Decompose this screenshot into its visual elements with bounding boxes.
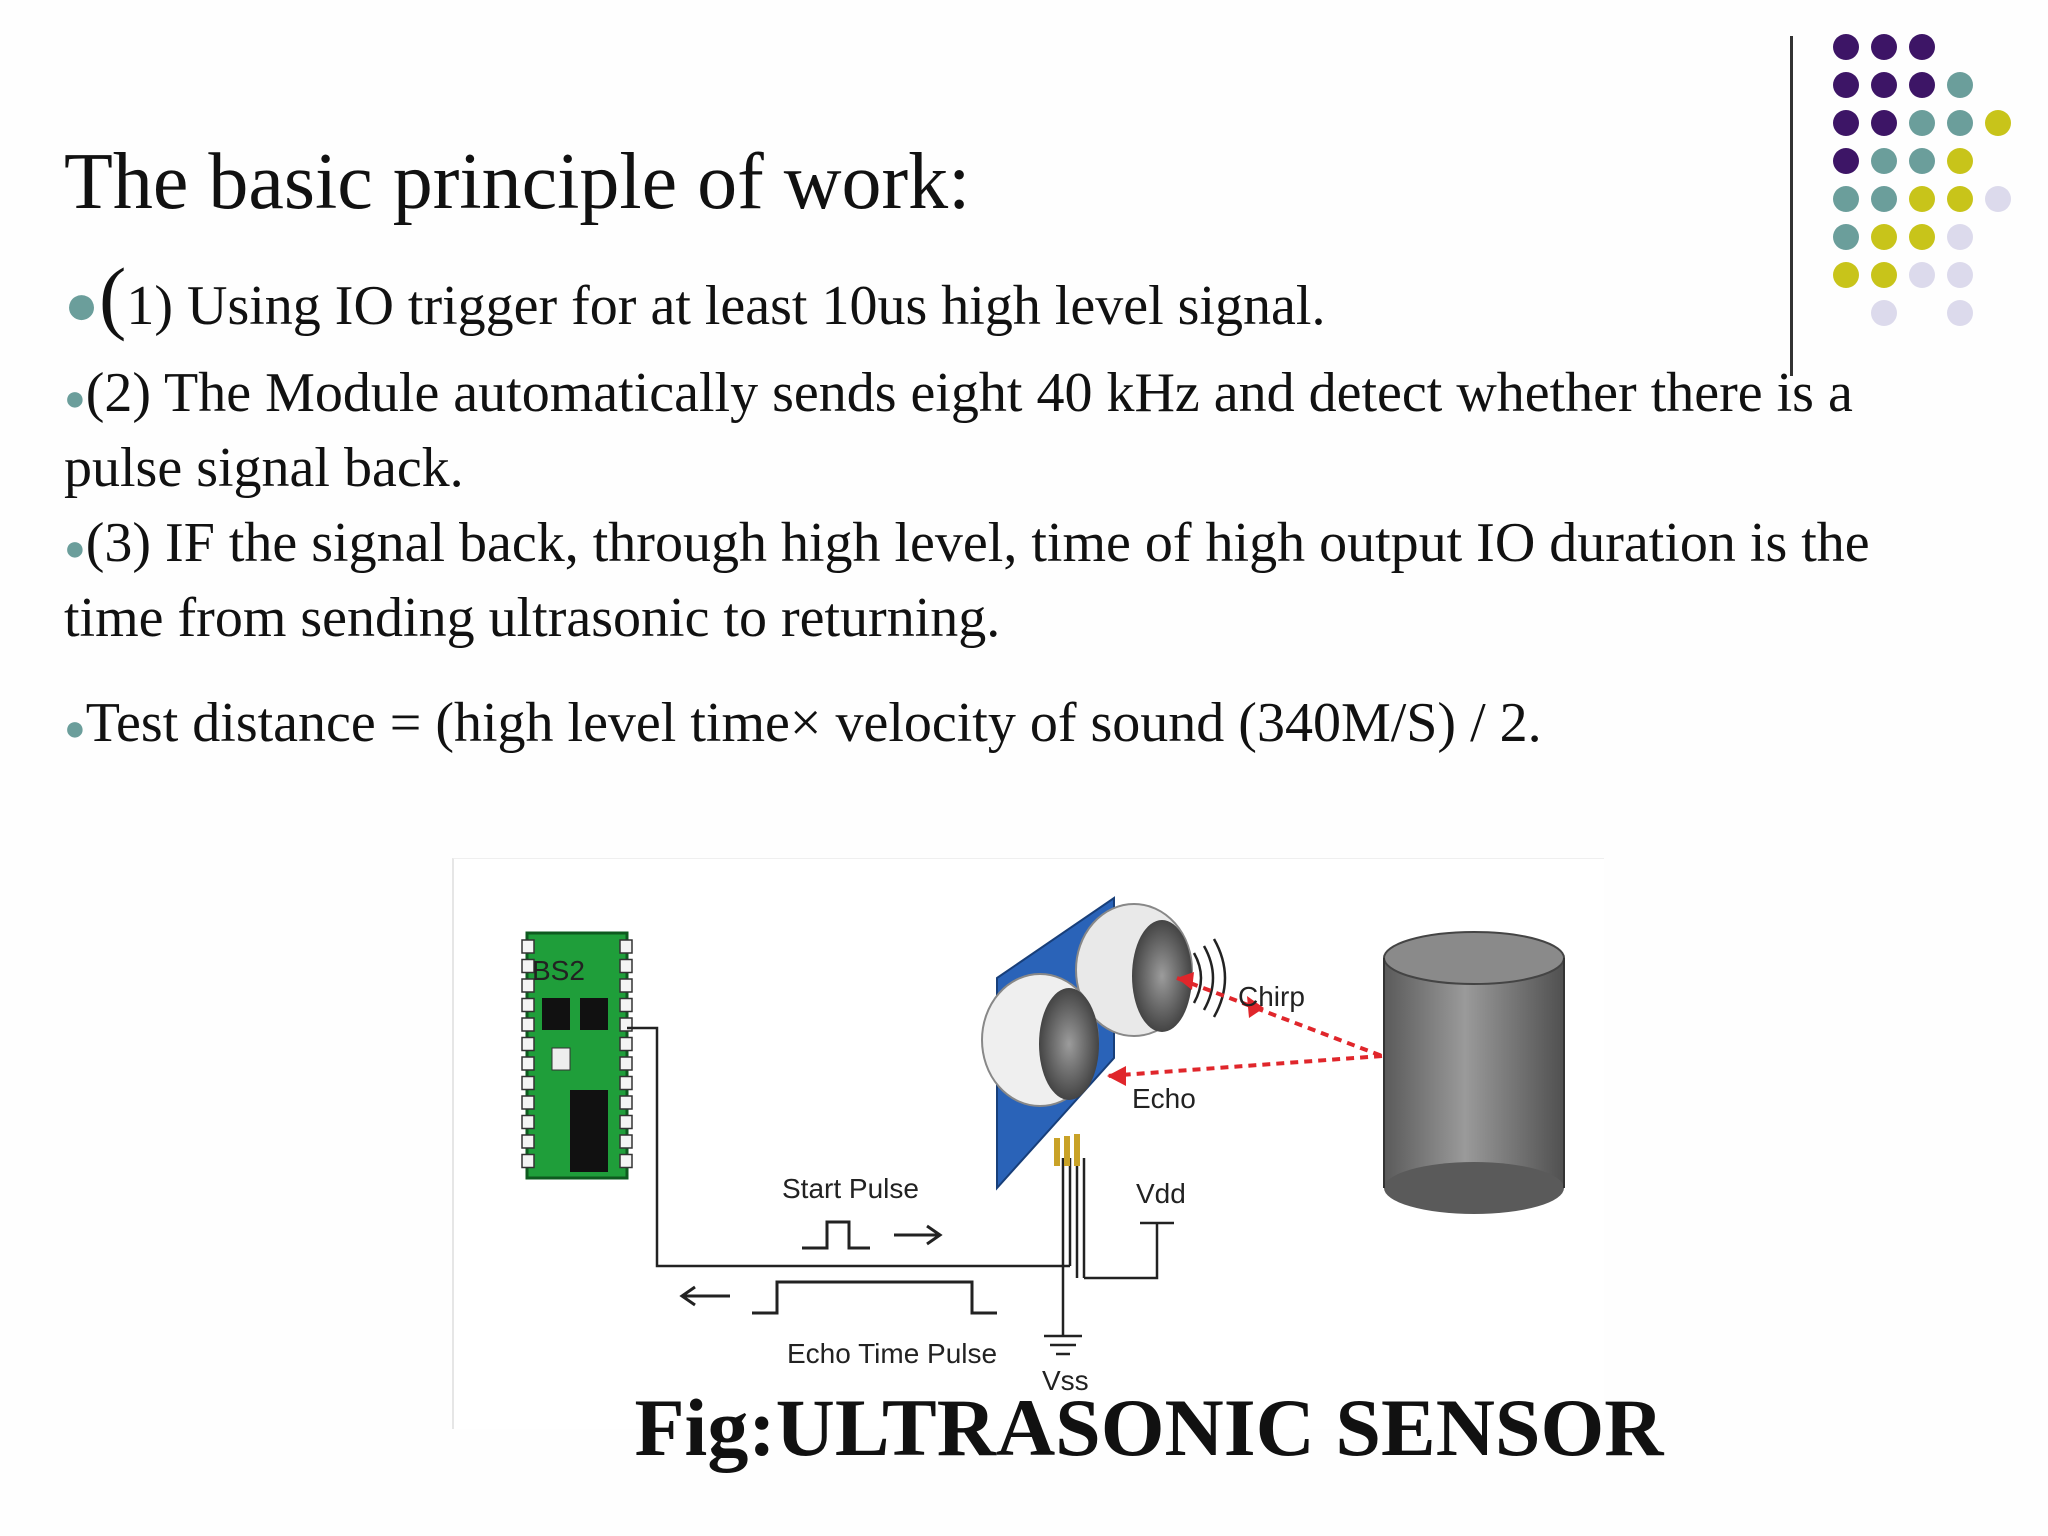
- board-pin: [521, 1095, 535, 1110]
- chirp-waves: [1192, 938, 1227, 1018]
- board-pin: [619, 1075, 633, 1091]
- ultrasonic-sensor-module: [981, 896, 1193, 1191]
- decorative-dot: [1947, 72, 1973, 98]
- board-pin: [619, 958, 633, 974]
- board-pin: [521, 978, 535, 993]
- vertical-divider: [1790, 36, 1793, 376]
- bullet-item-2: ●(2) The Module automatically sends eigh…: [64, 358, 1944, 503]
- board-label: BS2: [532, 955, 585, 986]
- echo-label: Echo: [1132, 1083, 1196, 1114]
- board-pin: [521, 1017, 535, 1032]
- decorative-dot: [1833, 34, 1859, 60]
- decorative-dot: [1947, 186, 1973, 212]
- decorative-dot: [1833, 224, 1859, 250]
- decorative-dot: [1909, 34, 1935, 60]
- board-pin: [521, 1134, 535, 1149]
- decorative-dot: [1833, 72, 1859, 98]
- bullet-dot-icon: ●: [64, 708, 86, 749]
- bullet-text: Test distance = (high level time× veloci…: [85, 692, 1542, 754]
- vss-label: Vss: [1042, 1365, 1089, 1396]
- decorative-dot: [1909, 186, 1935, 212]
- bullet-dot-icon: ●: [64, 272, 100, 337]
- decorative-dot: [1833, 148, 1859, 174]
- bullet-dot-icon: ●: [64, 528, 86, 569]
- decorative-dot: [1833, 186, 1859, 212]
- bullet-item-3: ●(3) IF the signal back, through high le…: [64, 508, 1944, 653]
- board-pin: [521, 1056, 535, 1071]
- board-pin: [521, 1114, 535, 1130]
- chirp-echo-arrows: [1106, 972, 1383, 1086]
- decorative-dot: [1833, 110, 1859, 136]
- decorative-dot-grid: [1833, 34, 2011, 326]
- board-pin: [619, 939, 633, 954]
- decorative-dot: [1909, 224, 1935, 250]
- bullet-text: (2) The Module automatically sends eight…: [64, 362, 1853, 500]
- board-pin: [619, 978, 633, 993]
- board-pin: [521, 1036, 535, 1052]
- bullet-text: (3) IF the signal back, through high lev…: [64, 512, 1870, 650]
- decorative-dot: [1947, 148, 1973, 174]
- board-pin: [619, 1134, 633, 1149]
- figure-caption: Fig:ULTRASONIC SENSOR: [634, 1382, 1664, 1473]
- board-pin: [619, 1095, 633, 1110]
- decorative-dot: [1833, 262, 1859, 288]
- microcontroller-board: BS2: [521, 931, 633, 1180]
- target-cylinder: [1383, 931, 1565, 1214]
- board-pin: [619, 997, 633, 1013]
- decorative-dot: [1909, 148, 1935, 174]
- board-pin: [521, 1153, 535, 1169]
- decorative-dot: [1871, 224, 1897, 250]
- decorative-dot: [1871, 34, 1897, 60]
- decorative-dot: [1909, 72, 1935, 98]
- decorative-dot: [1871, 110, 1897, 136]
- echo-time-pulse: Echo Time Pulse: [679, 1280, 997, 1369]
- bullet-paren: (: [99, 251, 127, 342]
- decorative-dot: [1985, 110, 2011, 136]
- slide-title: The basic principle of work:: [64, 138, 971, 226]
- board-pin: [619, 1056, 633, 1071]
- board-pin: [521, 1075, 535, 1091]
- ultrasonic-sensor-diagram: BS2 Start Pulse: [521, 896, 1565, 1396]
- decorative-dot: [1947, 300, 1973, 326]
- board-pin: [619, 1036, 633, 1052]
- bullet-item-4: ●Test distance = (high level time× veloc…: [64, 688, 1944, 763]
- bullet-item-1: ●(1) Using IO trigger for at least 10us …: [64, 256, 1944, 341]
- board-pin: [619, 1153, 633, 1169]
- bullet-text: 1) Using IO trigger for at least 10us hi…: [126, 275, 1326, 337]
- decorative-dot: [1947, 262, 1973, 288]
- decorative-dot: [1985, 186, 2011, 212]
- board-pin: [521, 939, 535, 954]
- echo-time-pulse-label: Echo Time Pulse: [787, 1338, 997, 1369]
- start-pulse: Start Pulse: [782, 1173, 943, 1250]
- board-pin: [521, 997, 535, 1013]
- vdd-label: Vdd: [1136, 1178, 1186, 1209]
- decorative-dot: [1909, 110, 1935, 136]
- decorative-dot: [1947, 224, 1973, 250]
- decorative-dot: [1871, 148, 1897, 174]
- chirp-label: Chirp: [1238, 981, 1305, 1012]
- decorative-dot: [1909, 262, 1935, 288]
- decorative-dot: [1871, 186, 1897, 212]
- decorative-dot: [1947, 110, 1973, 136]
- start-pulse-label: Start Pulse: [782, 1173, 919, 1204]
- bullet-dot-icon: ●: [64, 378, 86, 419]
- decorative-dot: [1871, 72, 1897, 98]
- decorative-dot: [1871, 300, 1897, 326]
- decorative-dot: [1871, 262, 1897, 288]
- signal-wiring: [627, 1026, 1174, 1356]
- board-pin: [619, 1114, 633, 1130]
- board-pin: [521, 958, 535, 974]
